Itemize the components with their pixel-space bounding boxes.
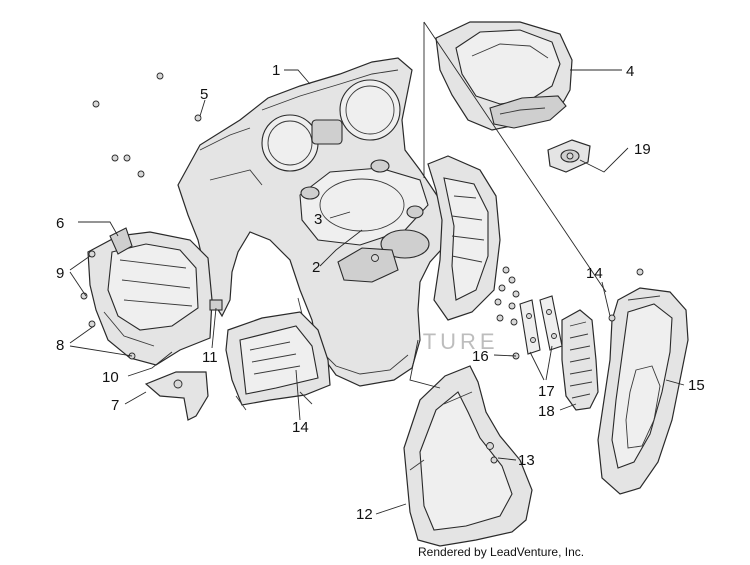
callout-2: 2 (312, 259, 320, 276)
part-4-headlight-shroud (435, 21, 573, 131)
callout-4: 4 (626, 63, 634, 80)
footer-credit: Rendered by LeadVenture, Inc. (418, 545, 585, 559)
part-12-lower-cover (403, 365, 533, 547)
callout-14-right: 14 (586, 265, 603, 282)
callout-3: 3 (314, 211, 322, 228)
callout-18: 18 (538, 403, 555, 420)
callout-16: 16 (472, 348, 489, 365)
callout-14-left: 14 (292, 419, 309, 436)
callout-9: 9 (56, 265, 64, 282)
callout-5: 5 (200, 86, 208, 103)
callout-17: 17 (538, 383, 555, 400)
part-1-dashboard-fairing (177, 57, 453, 387)
part-14-right-inner-panel (427, 155, 501, 321)
part-17-brackets (519, 295, 563, 355)
callout-11: 11 (202, 349, 218, 366)
part-15-right-side-panel (597, 287, 689, 495)
callout-13: 13 (518, 452, 535, 469)
assembly-guide-lines (409, 21, 607, 389)
callout-labels: 1 5 4 19 6 9 8 10 7 11 3 2 14 12 13 14 1… (56, 62, 705, 523)
part-14-left-lower-panel (225, 311, 331, 411)
callout-15: 15 (688, 377, 705, 394)
callout-leader-lines (69, 69, 685, 515)
callout-19: 19 (634, 141, 651, 158)
screws-fasteners (80, 72, 644, 464)
part-18-grille (561, 309, 599, 411)
callout-7: 7 (111, 397, 119, 414)
callout-1: 1 (272, 62, 280, 79)
part-19-switch (547, 139, 591, 173)
callout-10: 10 (102, 369, 119, 386)
part-16-grommets (494, 266, 520, 360)
callout-6: 6 (56, 215, 64, 232)
part-6-left-storage-box (87, 227, 213, 366)
callout-8: 8 (56, 337, 64, 354)
part-7-bracket (144, 371, 209, 421)
callout-12: 12 (356, 506, 373, 523)
